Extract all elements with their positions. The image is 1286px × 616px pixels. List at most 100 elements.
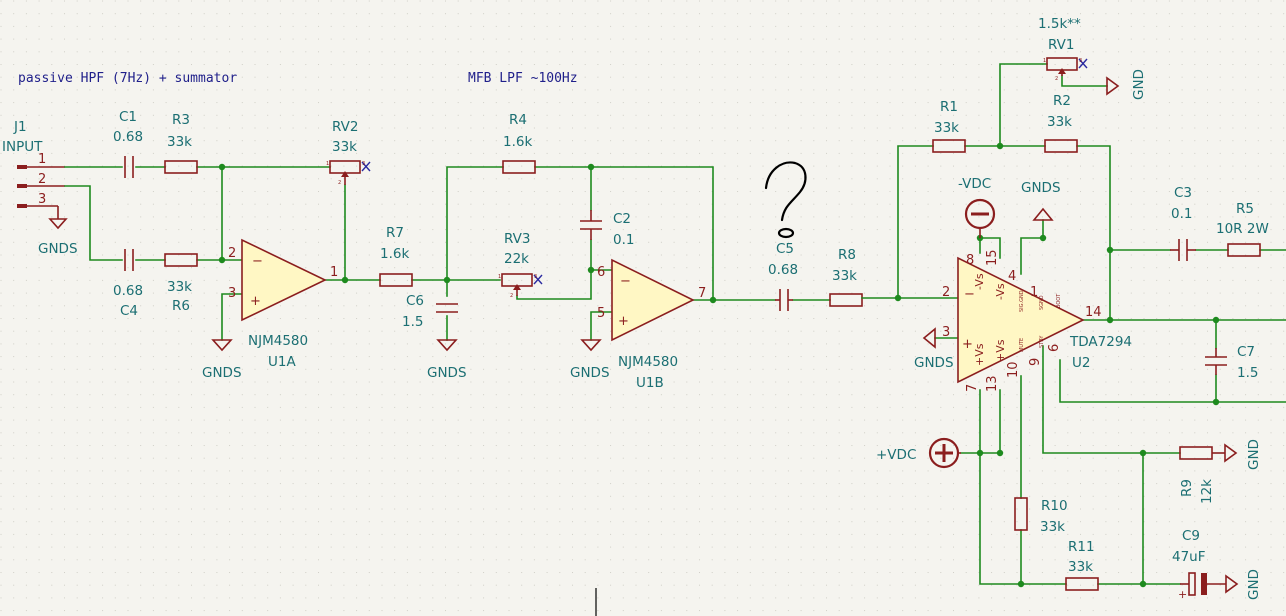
resistor-r5[interactable]: R5 10R 2W [1216,201,1269,257]
capacitor-c7[interactable]: C7 1.5 [1205,344,1258,381]
r1-value: 33k [934,120,959,136]
u2-pin1: 1 [1030,285,1038,300]
c5-ref: C5 [776,241,794,257]
c2-value: 0.1 [613,232,634,248]
r2-value: 33k [1047,114,1072,130]
u2-pin3: 3 [942,325,950,340]
resistor-r9[interactable]: R9 12k [1179,446,1225,504]
note-hpf: passive HPF (7Hz) + summator [18,71,237,86]
c7-value: 1.5 [1237,365,1258,381]
rv3-pin2: 2 [510,293,513,299]
u2-pin14: 14 [1085,305,1102,320]
rv1-pin3: 3 [1079,58,1082,64]
r8-value: 33k [832,268,857,284]
c9-ref: C9 [1182,528,1200,544]
capacitor-c1[interactable]: C1 0.68 [113,109,143,178]
gnd-label-r9: GND [1246,439,1262,470]
rv3-value: 22k [504,251,529,267]
c2-ref: C2 [613,211,631,227]
u1b-pin7: 7 [698,286,706,301]
rv2-value: 33k [332,139,357,155]
capacitor-c6[interactable]: C6 1.5 [402,293,458,330]
gnd-symbol-r9 [1224,443,1238,463]
rv3-pin3: 3 [534,274,537,280]
capacitor-c5[interactable]: C5 0.68 [768,241,798,311]
u2-vs-plus-2: +Vs [994,339,1007,362]
capacitor-c2[interactable]: C2 0.1 [580,210,634,248]
r2-ref: R2 [1053,93,1071,109]
u2-plus: + [962,337,973,352]
opamp-u1a[interactable]: − + 2 3 1 NJM4580 U1A [228,238,338,370]
gnds-symbol-u2-top [1032,207,1054,221]
c6-value: 1.5 [402,314,423,330]
pos-vdc-label: +VDC [876,447,916,463]
capacitor-c9[interactable]: + C9 47uF [1172,528,1226,601]
capacitor-c4[interactable]: 0.68 C4 [113,249,143,319]
j1-pin1-stub [17,165,27,169]
resistor-r10[interactable]: R10 33k [1014,497,1068,535]
c3-ref: C3 [1174,185,1192,201]
gnds-symbol-j1 [48,218,68,230]
r6-value: 33k [167,279,192,295]
u2-pin2: 2 [942,285,950,300]
u1a-ref: U1A [268,354,296,370]
question-mark-annotation [764,161,807,239]
gnd-label-rv1: GND [1131,69,1147,100]
u1a-plus: + [250,294,261,309]
gnds-symbol-c6 [436,339,458,352]
power-neg-vdc[interactable]: -VDC [958,176,996,238]
u2-stby-text: STBY [1039,335,1045,348]
gnds-label-u1a: GNDS [202,365,242,381]
resistor-r3[interactable]: R3 33k [164,112,198,174]
r4-ref: R4 [509,112,527,128]
r3-ref: R3 [172,112,190,128]
gnds-label-u2-left: GNDS [914,355,954,371]
u1b-ref: U1B [636,375,664,391]
resistor-r4[interactable]: R4 1.6k [502,112,536,174]
potentiometer-rv3[interactable]: 1 3 2 RV3 22k [498,231,543,299]
j1-pin3-num: 3 [38,192,46,207]
u1a-pin2: 2 [228,246,236,261]
gnd-symbol-rv1 [1106,76,1120,96]
r11-ref: R11 [1068,539,1095,555]
resistor-r2[interactable]: R2 33k [1044,93,1078,153]
potentiometer-rv1[interactable]: 1 3 2 1.5k** RV1 [1038,16,1088,82]
gnds-label-u1b: GNDS [570,365,610,381]
u2-pin4: 4 [1008,269,1016,284]
potentiometer-rv2[interactable]: 1 3 2 RV2 33k [326,119,371,186]
rv1-pin2: 2 [1055,76,1058,82]
gnds-symbol-u1b [580,339,602,352]
u2-minus: − [964,287,975,302]
rv3-pin1: 1 [498,274,501,280]
gnd-symbol-c9 [1225,574,1239,594]
u2-sgnd-text: SGND [1039,295,1045,310]
r10-value: 33k [1040,519,1065,535]
j1-value: INPUT [2,139,43,155]
amplifier-u2[interactable]: − + 2 3 14 8 15 4 1 -Vs -Vs SIG.GND SGND… [942,249,1132,392]
gnds-label-u2-top: GNDS [1021,180,1061,196]
u1b-plus: + [618,314,629,329]
u2-pin10: 10 [1006,361,1021,378]
resistor-r7[interactable]: R7 1.6k [379,225,413,287]
resistor-r1[interactable]: R1 33k [932,99,966,153]
opamp-u1b[interactable]: − + 6 5 7 NJM4580 U1B [597,258,706,391]
r1-ref: R1 [940,99,958,115]
capacitor-c3[interactable]: C3 0.1 [1170,185,1196,261]
resistor-r6[interactable]: 33k R6 [164,253,198,314]
gnds-symbol-u1a [211,339,233,352]
c9-value: 47uF [1172,549,1206,565]
u1b-pin6: 6 [597,265,605,280]
u2-pin6: 6 [1047,344,1062,352]
power-pos-vdc[interactable]: +VDC [876,437,961,469]
j1-ref: J1 [13,119,27,135]
gnd-label-c9: GND [1246,569,1262,600]
connector-j1[interactable]: J1 INPUT 1 2 3 [2,119,65,208]
u2-boot-text: BOOT [1056,293,1062,308]
r9-value: 12k [1199,479,1215,504]
resistor-r11[interactable]: R11 33k [1065,539,1099,591]
u2-vs-minus-1: -Vs [973,273,986,290]
rv2-pin3: 3 [362,161,365,167]
c9-plus: + [1178,588,1187,601]
c5-value: 0.68 [768,262,798,278]
resistor-r8[interactable]: R8 33k [829,247,863,307]
